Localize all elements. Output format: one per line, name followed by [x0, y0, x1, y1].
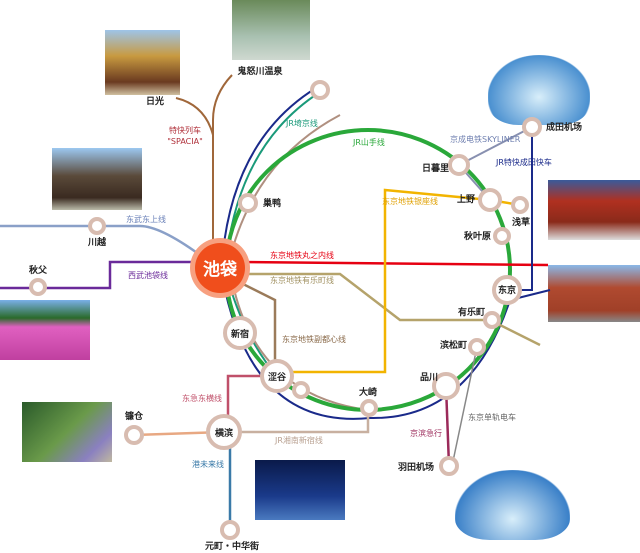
station-label-motomachi: 元町・中华街	[205, 540, 259, 552]
station-kawagoe[interactable]	[88, 217, 106, 235]
station-yurakucho[interactable]	[483, 311, 501, 329]
station-osaki[interactable]	[360, 399, 378, 417]
station-haneda[interactable]	[439, 456, 459, 476]
station-label-nippori: 日暮里	[422, 162, 449, 174]
marunouchi-line	[239, 260, 549, 267]
station-label-nikko: 日光	[146, 95, 164, 107]
station-label-hamamatsucho: 滨松町	[440, 339, 467, 351]
line-label-minatomirai: 港未来线	[192, 459, 224, 469]
station-label-chichibu: 秋父	[28, 264, 48, 276]
tokyo-station-photo	[548, 265, 640, 322]
station-label-yokohama: 横滨	[215, 427, 233, 439]
station-label-tokyo: 东京	[498, 284, 516, 296]
spacia-branch-nikko	[175, 97, 214, 136]
station-label-ueno: 上野	[457, 193, 475, 205]
station-label-kamakura: 镰仓	[125, 410, 144, 422]
kawagoe-photo	[52, 148, 142, 210]
station-unnamed-south[interactable]	[292, 381, 310, 399]
station-kamakura[interactable]	[124, 425, 144, 445]
station-sugamo[interactable]	[238, 193, 258, 213]
station-hamamatsucho[interactable]	[468, 338, 486, 356]
station-shinagawa[interactable]	[432, 372, 460, 400]
kinugawa-onsen-photo	[232, 0, 310, 60]
station-label-kawagoe: 川越	[87, 236, 107, 248]
keihin-line	[221, 87, 551, 420]
asakusa-gate-photo	[548, 180, 640, 240]
line-label-seibu: 西武池袋线	[128, 270, 168, 280]
station-shinjuku[interactable]	[223, 316, 257, 350]
station-nippori[interactable]	[448, 154, 470, 176]
station-label-kinugawa: 鬼怒川温泉	[237, 65, 283, 77]
station-narita[interactable]	[522, 117, 542, 137]
line-label-monorail: 东京单轨电车	[468, 412, 516, 422]
station-label-shibuya: 涩谷	[268, 371, 287, 383]
station-label-asakusa: 浅草	[512, 216, 530, 228]
monorail-line	[451, 346, 478, 467]
line-label-ginza: 东京地铁银座线	[382, 196, 438, 206]
station-label-narita: 成田机场	[546, 121, 582, 133]
station-yokohama[interactable]	[206, 414, 242, 450]
line-label-fukutoshin: 东京地铁副都心线	[282, 334, 346, 344]
tojo-line	[0, 224, 201, 257]
station-asakusa[interactable]	[511, 196, 529, 214]
station-shibuya[interactable]	[260, 359, 294, 393]
line-label-keikyu: 京滨急行	[410, 428, 442, 438]
line-label-narita-express: JR特快成田快车	[495, 157, 552, 167]
line-label-marunouchi: 东京地铁丸之内线	[270, 250, 334, 260]
line-label-saikyo: JR埼京线	[285, 118, 318, 128]
spacia-line	[212, 74, 233, 250]
station-label-shinagawa: 品川	[420, 372, 438, 383]
station-tokyo[interactable]	[492, 275, 522, 305]
kamakura-garden-photo	[22, 402, 112, 462]
haneda-plane-photo	[455, 470, 570, 540]
line-label-tojo: 东武东上线	[126, 214, 166, 224]
line-label-spacia: 特快列车	[169, 125, 201, 135]
line-label-shonan: JR湘南新宿线	[274, 435, 323, 445]
station-label-shinjuku: 新宿	[231, 328, 249, 340]
fukutoshin-line	[234, 278, 277, 376]
station-label-akihabara: 秋叶原	[463, 230, 491, 242]
station-label-sugamo: 巢鸭	[262, 197, 281, 209]
yurakucho-line	[240, 272, 541, 347]
station-label-haneda: 羽田机场	[398, 461, 434, 473]
line-label-yamanote: JR山手线	[352, 137, 385, 147]
station-unnamed-north[interactable]	[310, 80, 330, 100]
toyoko-line	[226, 374, 265, 432]
station-akihabara[interactable]	[493, 227, 511, 245]
line-label-spacia-name: "SPACIA"	[167, 137, 203, 146]
line-label-toyoko: 东急东横线	[182, 393, 222, 403]
station-label-yurakucho: 有乐町	[458, 306, 485, 318]
station-ikebukuro[interactable]	[195, 243, 245, 293]
shonan-shinjuku-line	[224, 408, 370, 434]
station-motomachi[interactable]	[220, 520, 240, 540]
line-label-skyliner: 京成电铁SKYLINER	[450, 134, 521, 144]
station-label-osaki: 大崎	[359, 386, 377, 398]
station-label-ikebukuro: 池袋	[203, 259, 238, 280]
yokohama-night-photo	[255, 460, 345, 520]
station-chichibu[interactable]	[29, 278, 47, 296]
nikko-shrine-photo	[105, 30, 180, 95]
line-label-yurakucho: 东京地铁有乐町线	[270, 275, 334, 285]
chichibu-flowers-photo	[0, 300, 90, 360]
seibu-line	[0, 260, 200, 290]
narita-plane-photo	[488, 55, 590, 125]
station-ueno[interactable]	[478, 188, 502, 212]
